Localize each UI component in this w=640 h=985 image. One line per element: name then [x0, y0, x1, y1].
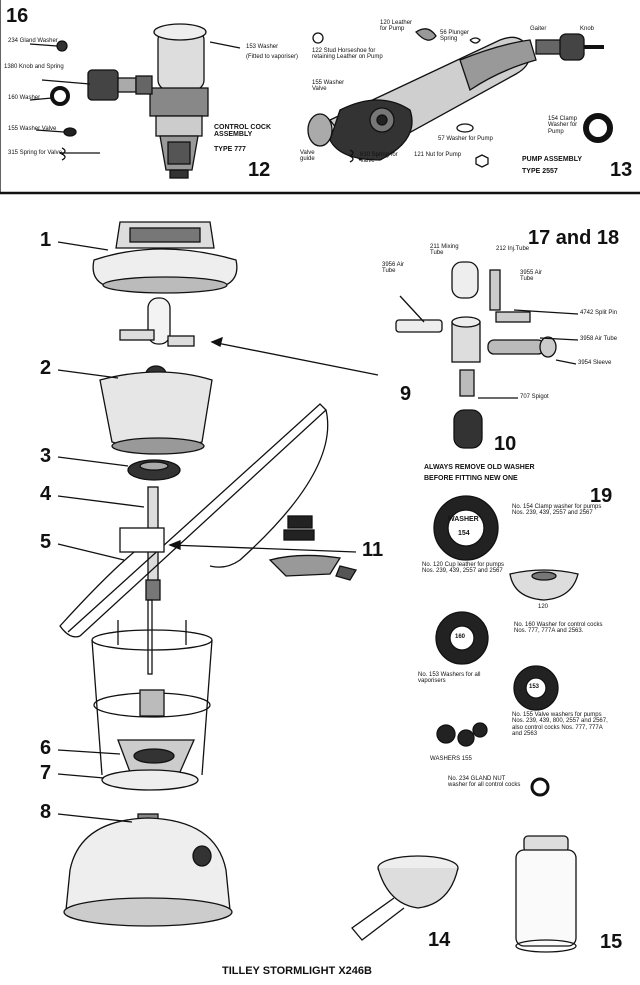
label-clamp-washer: 154 Clamp Washer for Pump [548, 116, 578, 135]
jar-drawing [515, 835, 577, 953]
heading-17-18: 17 and 18 [528, 227, 620, 249]
lamp-exploded-drawing [59, 221, 358, 927]
label-spring-valve: 315 Spring for Valve [8, 150, 62, 156]
label-split-pin: 4742 Split Pin [580, 310, 618, 316]
cup-leather-number: 120 [538, 604, 549, 610]
label-washer-153: 153 Washer [246, 44, 279, 50]
label-fitted-vaporiser: (Fitted to vaporiser) [246, 54, 299, 60]
label-sleeve: 3954 Sleeve [578, 360, 612, 366]
callout-2: 2 [40, 357, 52, 379]
label-washer-160: 160 Washer [8, 95, 41, 101]
cup-leather-text: No. 120 Cup leather for pumps Nos. 239, … [422, 562, 505, 575]
label-inj-tube: 212 Inj.Tube [496, 246, 530, 252]
callout-11: 11 [362, 539, 384, 561]
callout-8: 8 [40, 801, 52, 823]
label-nut-pump: 121 Nut for Pump [414, 152, 462, 158]
label-gland-washer: 234 Gland Washer [8, 38, 58, 44]
label-knob: Knob [580, 26, 595, 32]
control-cock-title: CONTROL COCK ASSEMBLY [214, 124, 272, 139]
pump-drawing [307, 28, 613, 168]
washer-stamp-number: 154 [458, 530, 470, 537]
gland-nut-text: No. 234 GLAND NUT washer for all control… [448, 776, 521, 789]
figure-number-12: 12 [248, 159, 271, 181]
callout-4: 4 [40, 483, 52, 505]
notice-line-2: BEFORE FITTING NEW ONE [424, 475, 518, 482]
label-valve-guide: Valve guide [300, 150, 315, 163]
label-gaiter: Gaiter [530, 26, 547, 32]
callout-15: 15 [600, 931, 623, 953]
washers-drawing [433, 495, 579, 797]
label-air-tube-3956: 3956 Air Tube [382, 262, 405, 275]
label-pump-washer-valve: 155 Washer Valve [312, 80, 345, 93]
washer-155-text: No. 155 Valve washers for pumps Nos. 239… [512, 712, 608, 737]
label-knob-spring: 1380 Knob and Spring [4, 64, 64, 70]
washers-155-label: WASHERS 155 [430, 756, 472, 762]
clamp-washer-text: No. 154 Clamp washer for pumps Nos. 239,… [512, 504, 602, 517]
washer-160-text: No. 160 Washer for control cocks Nos. 77… [514, 622, 603, 635]
callout-3: 3 [40, 445, 52, 467]
label-stud-horseshoe: 122 Stud Horseshoe for retaining Leather… [312, 48, 383, 61]
label-leather-pump: 120 Leather for Pump [380, 20, 413, 33]
callout-1: 1 [40, 229, 52, 251]
label-plunger-spring: 56 Plunger Spring [440, 30, 470, 43]
label-air-tube-3958: 3958 Air Tube [580, 336, 618, 342]
callout-6: 6 [40, 737, 52, 759]
vaporiser-parts-drawing [395, 261, 579, 449]
callout-9: 9 [400, 383, 412, 405]
callout-7: 7 [40, 762, 52, 784]
callout-14: 14 [428, 929, 451, 951]
callout-5: 5 [40, 531, 52, 553]
ring-160-number: 160 [455, 634, 466, 640]
washer-stamp-label: WASHER [448, 516, 479, 523]
label-washer-pump: 57 Washer for Pump [438, 136, 493, 142]
panel-number-13: 13 [610, 159, 633, 181]
label-pump-spring-valve: 610 Spring for Valve [360, 152, 398, 165]
control-cock-drawing [29, 23, 241, 179]
panel-number-16: 16 [6, 5, 29, 27]
footer-title: TILLEY STORMLIGHT X246B [222, 965, 372, 977]
control-cock-type: TYPE 777 [214, 146, 246, 153]
notice-line-1: ALWAYS REMOVE OLD WASHER [424, 464, 535, 471]
section-number-19: 19 [590, 485, 613, 507]
pump-assembly-type: TYPE 2557 [522, 168, 558, 175]
label-air-tube-3955: 3955 Air Tube [520, 270, 543, 283]
callout-10: 10 [494, 433, 517, 455]
pump-assembly-title: PUMP ASSEMBLY [522, 156, 583, 163]
label-washer-valve: 155 Washer Valve [8, 126, 57, 132]
ring-153-number: 153 [529, 684, 540, 690]
label-spigot: 707 Spigot [520, 394, 549, 400]
washer-153-text: No. 153 Washers for all vaporisers [418, 672, 481, 685]
funnel-drawing [351, 855, 459, 941]
label-mixing-tube: 211 Mixing Tube [430, 244, 459, 257]
